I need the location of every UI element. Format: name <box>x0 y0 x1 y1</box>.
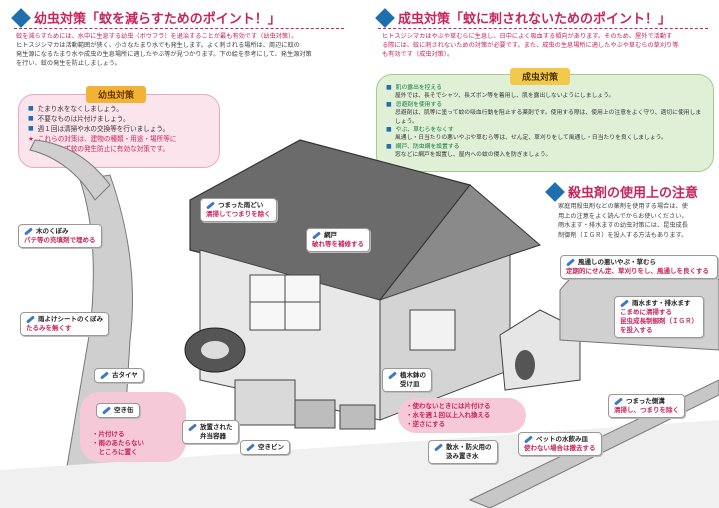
right-title-rule <box>378 28 708 29</box>
ditch-callout: つまった側溝 清掃し、つまりを除く <box>608 394 685 418</box>
flower-pot <box>339 404 376 430</box>
pencil-icon <box>524 435 533 444</box>
right-intro: ヒトスジシマカはやぶや草むらに生息し、日中によく吸血する傾向があります。そのため… <box>382 33 679 58</box>
left-advice-text: ・片付ける ・雨のあたらない ところに置く <box>92 430 144 456</box>
side-window <box>409 309 456 351</box>
star-icon: ★ <box>28 135 34 143</box>
right-section-title: 成虫対策「蚊に刺されないためのポイント！」 <box>375 7 671 28</box>
pencil-icon <box>434 443 443 452</box>
tire-callout: 古タイヤ <box>94 368 144 383</box>
tree-branch <box>29 139 111 201</box>
bush-callout: 風通しの悪いやぶ・草むら 定期的にせん定、草刈りをし、風通しを良くする <box>560 255 718 279</box>
list-item: ■忌避剤を使用する <box>386 100 443 108</box>
center-advice-blob: ・使わないときには片付ける ・水を週１回以上入れ換える ・逆さにする <box>398 398 526 433</box>
screen-callout: 網戸 破れ等を補修する <box>306 228 370 252</box>
list-item-note: ★これらの対策は、建物の種類・用途・場所等にかかわらず蚊の発生防止に有効な対策で… <box>28 135 177 153</box>
pencil-icon <box>620 299 629 308</box>
sheet-callout: 雨よけシートのくぼみ たるみを無くす <box>20 312 109 336</box>
list-item: ■肌の露出を控える <box>386 84 442 91</box>
left-section-title: 幼虫対策「蚊を減らすためのポイント！」 <box>11 7 281 28</box>
pencil-icon <box>566 258 575 267</box>
pencil-icon <box>614 397 623 406</box>
pencil-icon <box>24 227 33 236</box>
pencil-icon <box>188 423 197 432</box>
container-callout: 放置された 弁当容器 <box>182 420 239 444</box>
adult-measures-tag: 成虫対策 <box>510 68 571 85</box>
flower-pot <box>294 399 336 429</box>
larva-measures-tag: 幼虫対策 <box>86 86 147 103</box>
left-intro: 蚊を減らすためには、水中に生息する幼虫（ボウフラ）を退治することが最も有効です（… <box>16 33 312 67</box>
pencil-icon <box>388 371 397 380</box>
pet-dish-callout: ペットの水飲み皿 使わない場合は撤去する <box>518 432 602 456</box>
pencil-icon <box>312 231 321 240</box>
pencil-icon <box>100 371 109 380</box>
pesticide-title: 殺虫剤の使用上の注意 <box>545 181 698 202</box>
adult-measures-list: ■肌の露出を控える 屋外では、長そでシャツ、長ズボン等を着用し、肌を露出しないよ… <box>386 84 706 160</box>
pencil-icon <box>102 406 111 415</box>
list-item: ■網戸、防虫網を設置する <box>386 142 460 150</box>
left-title-rule <box>14 28 344 29</box>
list-item: ■不要なものは片付けましょう。 <box>28 115 130 123</box>
dog-house-door <box>515 350 535 380</box>
list-item: ■たまり水をなくしましょう。 <box>28 105 123 113</box>
list-item: ■週１回は清掃や水の交換等を行いましょう。 <box>28 125 170 133</box>
plant-dish-callout: 植木鉢の 受け皿 <box>382 368 432 392</box>
list-item: ■やぶ、草むらをなくす <box>386 126 454 134</box>
pencil-icon <box>246 443 255 452</box>
fire-water-callout: 散水・防火用の 汲み置き水 <box>428 440 498 464</box>
pencil-icon <box>206 201 215 210</box>
pencil-icon <box>26 315 35 324</box>
crate <box>234 379 296 426</box>
gutter-callout: つまった雨どい 清掃してつまりを除く <box>200 198 277 222</box>
can-callout: 空き缶 <box>96 403 140 418</box>
bottle-callout: 空きビン <box>240 440 290 455</box>
tree-hollow-callout: 木のくぼみ パテ等の充填剤で埋める <box>18 224 102 248</box>
adult-measures-box <box>376 74 714 172</box>
pesticide-text: 家庭用殺虫剤などの薬剤を使用する場合は、使 用上の注意をよく読んでからお使いくだ… <box>558 203 688 239</box>
drain-callout: 雨水ます・排水ます こまめに清掃する 昆虫成長制御剤（ＩＧＲ） を投入する <box>614 296 704 338</box>
larva-measures-list: ■たまり水をなくしましょう。 ■不要なものは片付けましょう。 ■週１回は清掃や水… <box>28 104 214 154</box>
